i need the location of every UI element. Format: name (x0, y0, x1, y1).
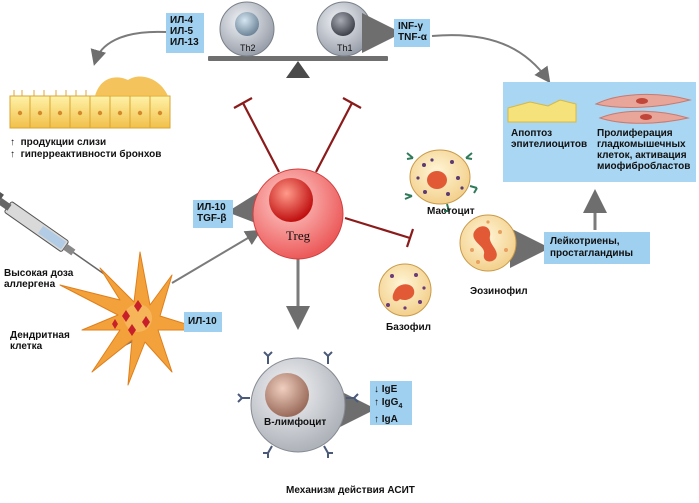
ig-row: ↓ IgE (374, 384, 398, 395)
dendritic-cytokine-box: ИЛ-10 (184, 312, 222, 332)
th1-cell (316, 1, 372, 57)
arrow-dc-to-treg (171, 229, 262, 284)
dendritic-cell-label: Дендритная клетка (10, 330, 70, 352)
smooth-muscle-image (594, 93, 692, 124)
immunoglobulins-box: ↓ IgE ↑ IgG4 ↑ IgA (370, 381, 412, 425)
th2-cell (219, 1, 275, 57)
mast-cell (404, 149, 478, 212)
allergen-label: Высокая доза аллергена (4, 268, 74, 290)
leukotrienes-box: Лейкотриены, простагландины (544, 232, 650, 264)
bronchi-effects: ↑ продукции слизи ↑ гиперреактивности бр… (10, 137, 161, 161)
effect-row: ↑ продукции слизи (10, 137, 107, 148)
th2-label: Th2 (240, 43, 256, 53)
inhibition-lines (233, 97, 415, 248)
ig-row: ↑ IgG4 (374, 397, 403, 410)
treg-cytokines-box: ИЛ-10 TGF-β (193, 200, 233, 228)
eosinophil-label: Эозинофил (470, 286, 528, 297)
balance-scale (208, 56, 388, 78)
arrows (90, 13, 607, 429)
b-lymphocyte-label: В-лимфоцит (264, 417, 327, 428)
apoptosis-label: Апоптоз эпителиоцитов (511, 128, 588, 150)
treg-label: Treg (286, 228, 311, 243)
basophil (378, 263, 432, 317)
ig-row: ↑ IgA (374, 414, 398, 425)
dendritic-cell (59, 251, 206, 386)
basophil-label: Базофил (386, 322, 431, 333)
mast-cell-label: Мастоцит (427, 206, 475, 217)
bronchial-epithelium (9, 76, 171, 129)
th1-cytokines-box: INF-γ TNF-α (394, 19, 430, 47)
eosinophil (459, 214, 517, 272)
apoptosis-image (507, 99, 577, 123)
effect-row: ↑ гиперреактивности бронхов (10, 149, 162, 160)
arrow-to-epithelium (431, 34, 551, 84)
proliferation-label: Пролиферация гладкомышечных клеток, акти… (597, 128, 691, 172)
th1-label: Th1 (337, 43, 353, 53)
arrow-th2-to-bronchi (90, 30, 167, 66)
syringe-icon (0, 191, 105, 275)
th2-cytokines-box: ИЛ-4 ИЛ-5 ИЛ-13 (166, 13, 204, 53)
b-lymphocyte (237, 351, 359, 458)
diagram-caption: Механизм действия АСИТ (286, 485, 415, 496)
treg-cell (252, 168, 344, 260)
